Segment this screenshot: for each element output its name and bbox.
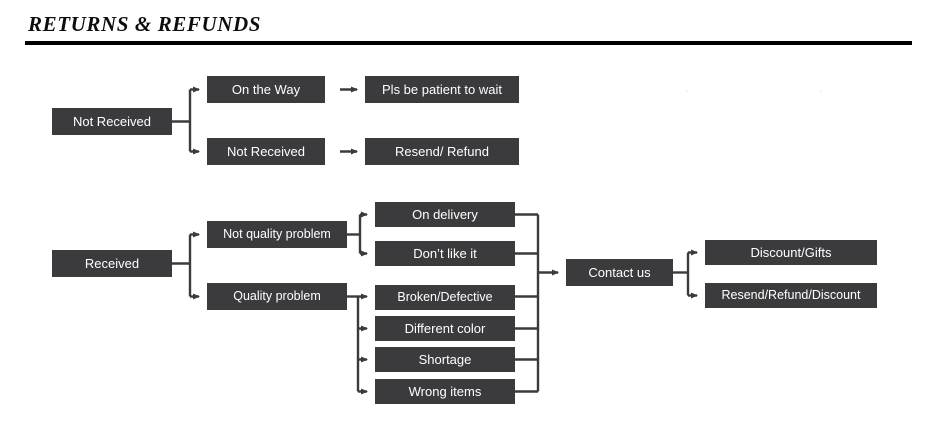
node-broken-defective[interactable]: Broken/Defective	[375, 285, 515, 310]
title-divider	[25, 41, 912, 45]
node-wrong-items[interactable]: Wrong items	[375, 379, 515, 404]
artifact-speck-right	[820, 90, 822, 92]
node-shortage[interactable]: Shortage	[375, 347, 515, 372]
node-resend-refund[interactable]: Resend/ Refund	[365, 138, 519, 165]
node-quality-problem[interactable]: Quality problem	[207, 283, 347, 310]
node-dont-like-it[interactable]: Don’t like it	[375, 241, 515, 266]
node-not-received-root[interactable]: Not Received	[52, 108, 172, 135]
node-on-delivery[interactable]: On delivery	[375, 202, 515, 227]
node-different-color[interactable]: Different color	[375, 316, 515, 341]
page-title: RETURNS & REFUNDS	[28, 12, 262, 36]
node-resend-refund-discount[interactable]: Resend/Refund/Discount	[705, 283, 877, 308]
node-contact-us[interactable]: Contact us	[566, 259, 673, 286]
node-received-root[interactable]: Received	[52, 250, 172, 277]
node-pls-be-patient-to-wait[interactable]: Pls be patient to wait	[365, 76, 519, 103]
node-not-received-child[interactable]: Not Received	[207, 138, 325, 165]
node-on-the-way[interactable]: On the Way	[207, 76, 325, 103]
node-not-quality-problem[interactable]: Not quality problem	[207, 221, 347, 248]
node-discount-gifts[interactable]: Discount/Gifts	[705, 240, 877, 265]
artifact-speck-left	[686, 90, 688, 92]
